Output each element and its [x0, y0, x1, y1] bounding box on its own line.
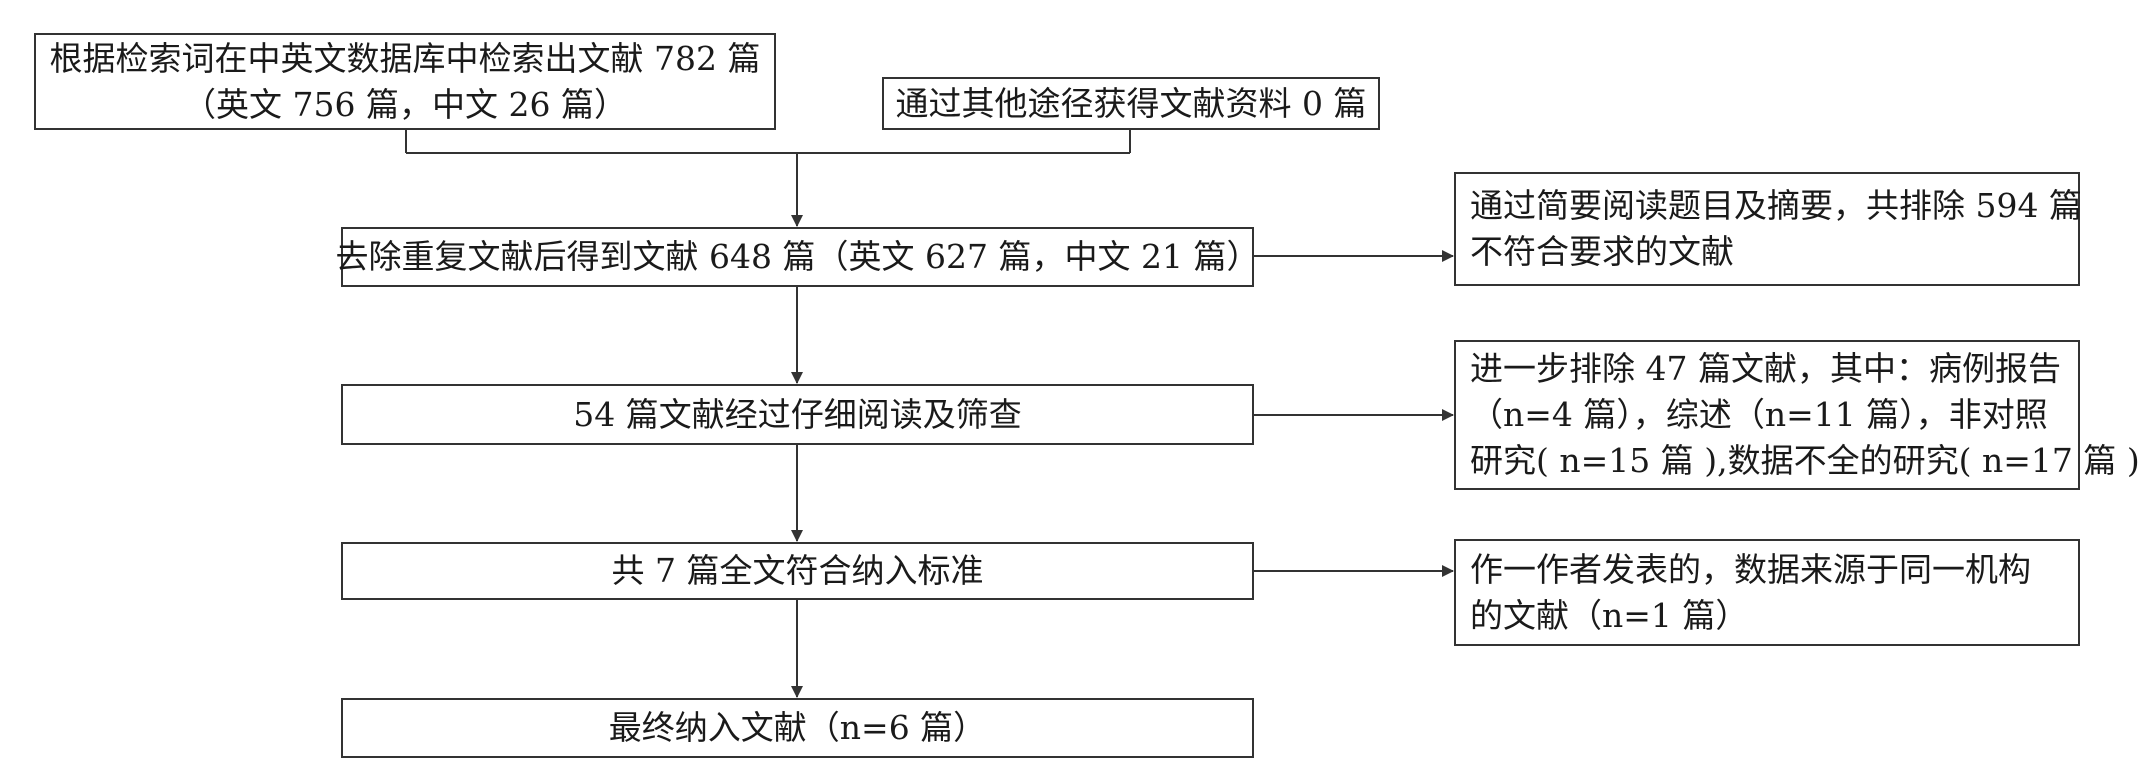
exclusion-same-source-line1: 作一作者发表的，数据来源于同一机构 — [1470, 549, 2031, 589]
dedup-box: 去除重复文献后得到文献 648 篇（英文 627 篇，中文 21 篇） — [336, 227, 1259, 287]
exclusion-full-line2: （n=4 篇），综述（n=11 篇），非对照 — [1470, 395, 2048, 434]
eligible-line1: 共 7 篇全文符合纳入标准 — [611, 551, 984, 590]
exclusion-abstract-box: 通过简要阅读题目及摘要，共排除 594 篇 不符合要求的文献 — [1454, 172, 2082, 286]
final-included-box: 最终纳入文献（n=6 篇） — [341, 698, 1254, 758]
exclusion-same-source-box: 作一作者发表的，数据来源于同一机构 的文献（n=1 篇） — [1454, 539, 2080, 646]
eligible-box: 共 7 篇全文符合纳入标准 — [341, 542, 1254, 600]
exclusion-full-box: 进一步排除 47 篇文献，其中：病例报告 （n=4 篇），综述（n=11 篇），… — [1454, 340, 2140, 490]
source-database-box: 根据检索词在中英文数据库中检索出文献 782 篇 （英文 756 篇，中文 26… — [34, 33, 776, 130]
source-database-line2: （英文 756 篇，中文 26 篇） — [183, 84, 627, 124]
connector-lines — [405, 130, 1454, 698]
exclusion-full-line3: 研究( n=15 篇 ),数据不全的研究( n=17 篇 ) — [1470, 441, 2140, 480]
exclusion-abstract-line2: 不符合要求的文献 — [1470, 232, 1734, 271]
source-other-box: 通过其他途径获得文献资料 0 篇 — [882, 77, 1380, 130]
source-other-line1: 通过其他途径获得文献资料 0 篇 — [895, 83, 1367, 123]
exclusion-same-source-line2: 的文献（n=1 篇） — [1470, 595, 1749, 635]
full-read-box: 54 篇文献经过仔细阅读及筛查 — [341, 384, 1254, 445]
final-included-line1: 最终纳入文献（n=6 篇） — [608, 708, 987, 747]
full-read-line1: 54 篇文献经过仔细阅读及筛查 — [573, 394, 1022, 434]
exclusion-full-line1: 进一步排除 47 篇文献，其中：病例报告 — [1470, 349, 2061, 388]
source-database-line1: 根据检索词在中英文数据库中检索出文献 782 篇 — [49, 38, 761, 78]
exclusion-abstract-line1: 通过简要阅读题目及摘要，共排除 594 篇 — [1470, 186, 2082, 225]
dedup-line1: 去除重复文献后得到文献 648 篇（英文 627 篇，中文 21 篇） — [335, 237, 1260, 276]
